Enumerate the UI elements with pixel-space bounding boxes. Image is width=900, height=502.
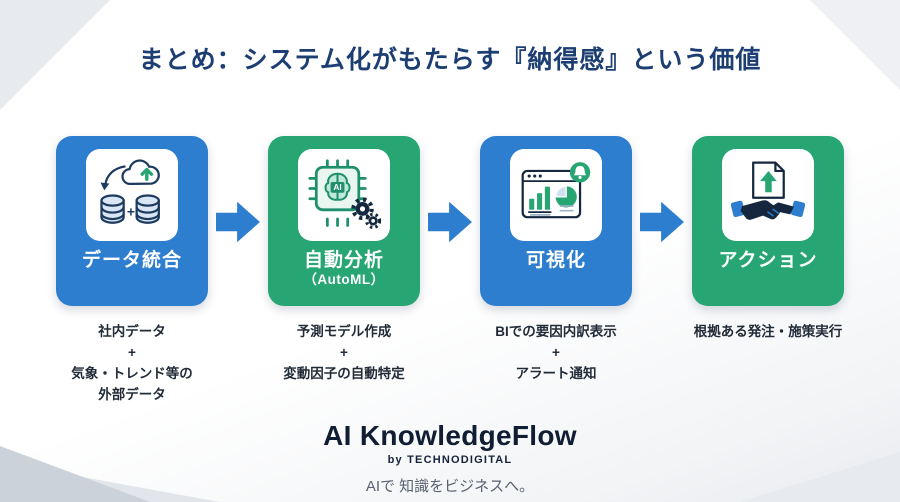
visualization-icon	[521, 162, 591, 219]
step-description: 根拠ある発注・施策実行	[693, 324, 843, 339]
automl-icon: AI	[308, 159, 381, 229]
icon-box	[722, 149, 814, 241]
step-label: データ統合	[81, 250, 182, 271]
step-action: アクション 根拠ある発注・施策実行	[692, 136, 844, 343]
flow-arrow-icon	[640, 201, 684, 243]
icon-box	[510, 149, 602, 241]
step-sublabel: （AutoML）	[303, 271, 385, 287]
page-title: まとめ：システム化がもたらす『納得感』という価値	[138, 46, 762, 74]
step-card-data-integration: + データ統合	[56, 136, 208, 306]
brand-byline: by TECHNODIGITAL	[387, 453, 513, 466]
step-label: アクション	[718, 250, 818, 271]
brand-tagline: AIで 知識をビジネスへ。	[365, 477, 535, 495]
icon-box: AI	[298, 149, 390, 241]
icon-box: +	[86, 149, 178, 241]
step-auto-analysis: AI 自動分析 （AutoML） 予測モデル作成 + 変動因子の自動特定	[268, 136, 420, 385]
flow-arrow-icon	[216, 201, 260, 243]
step-label: 自動分析	[303, 250, 384, 271]
step-description: 社内データ + 気象・トレンド等の 外部データ	[71, 324, 193, 402]
footer-brand-block: AI KnowledgeFlow by TECHNODIGITAL AIで 知識…	[0, 420, 900, 496]
step-label: 可視化	[525, 250, 586, 271]
step-card-action: アクション	[692, 136, 844, 306]
step-description: 予測モデル作成 + 変動因子の自動特定	[283, 324, 405, 381]
flow-arrow-icon	[428, 201, 472, 243]
process-flow: + データ統合 社内データ + 気象・トレンド等の 外部データ	[0, 136, 900, 406]
svg-text:+: +	[127, 203, 135, 219]
brand-logo: AI KnowledgeFlow	[323, 419, 577, 451]
step-card-visualization: 可視化	[480, 136, 632, 306]
data-integration-icon: +	[100, 159, 160, 224]
step-visualization: 可視化 BIでの要因内訳表示 + アラート通知	[480, 136, 632, 385]
step-data-integration: + データ統合 社内データ + 気象・トレンド等の 外部データ	[56, 136, 208, 406]
svg-text:AI: AI	[333, 182, 341, 192]
step-description: BIでの要因内訳表示 + アラート通知	[495, 324, 617, 381]
step-card-auto-analysis: AI 自動分析 （AutoML）	[268, 136, 420, 306]
action-icon	[731, 161, 805, 220]
